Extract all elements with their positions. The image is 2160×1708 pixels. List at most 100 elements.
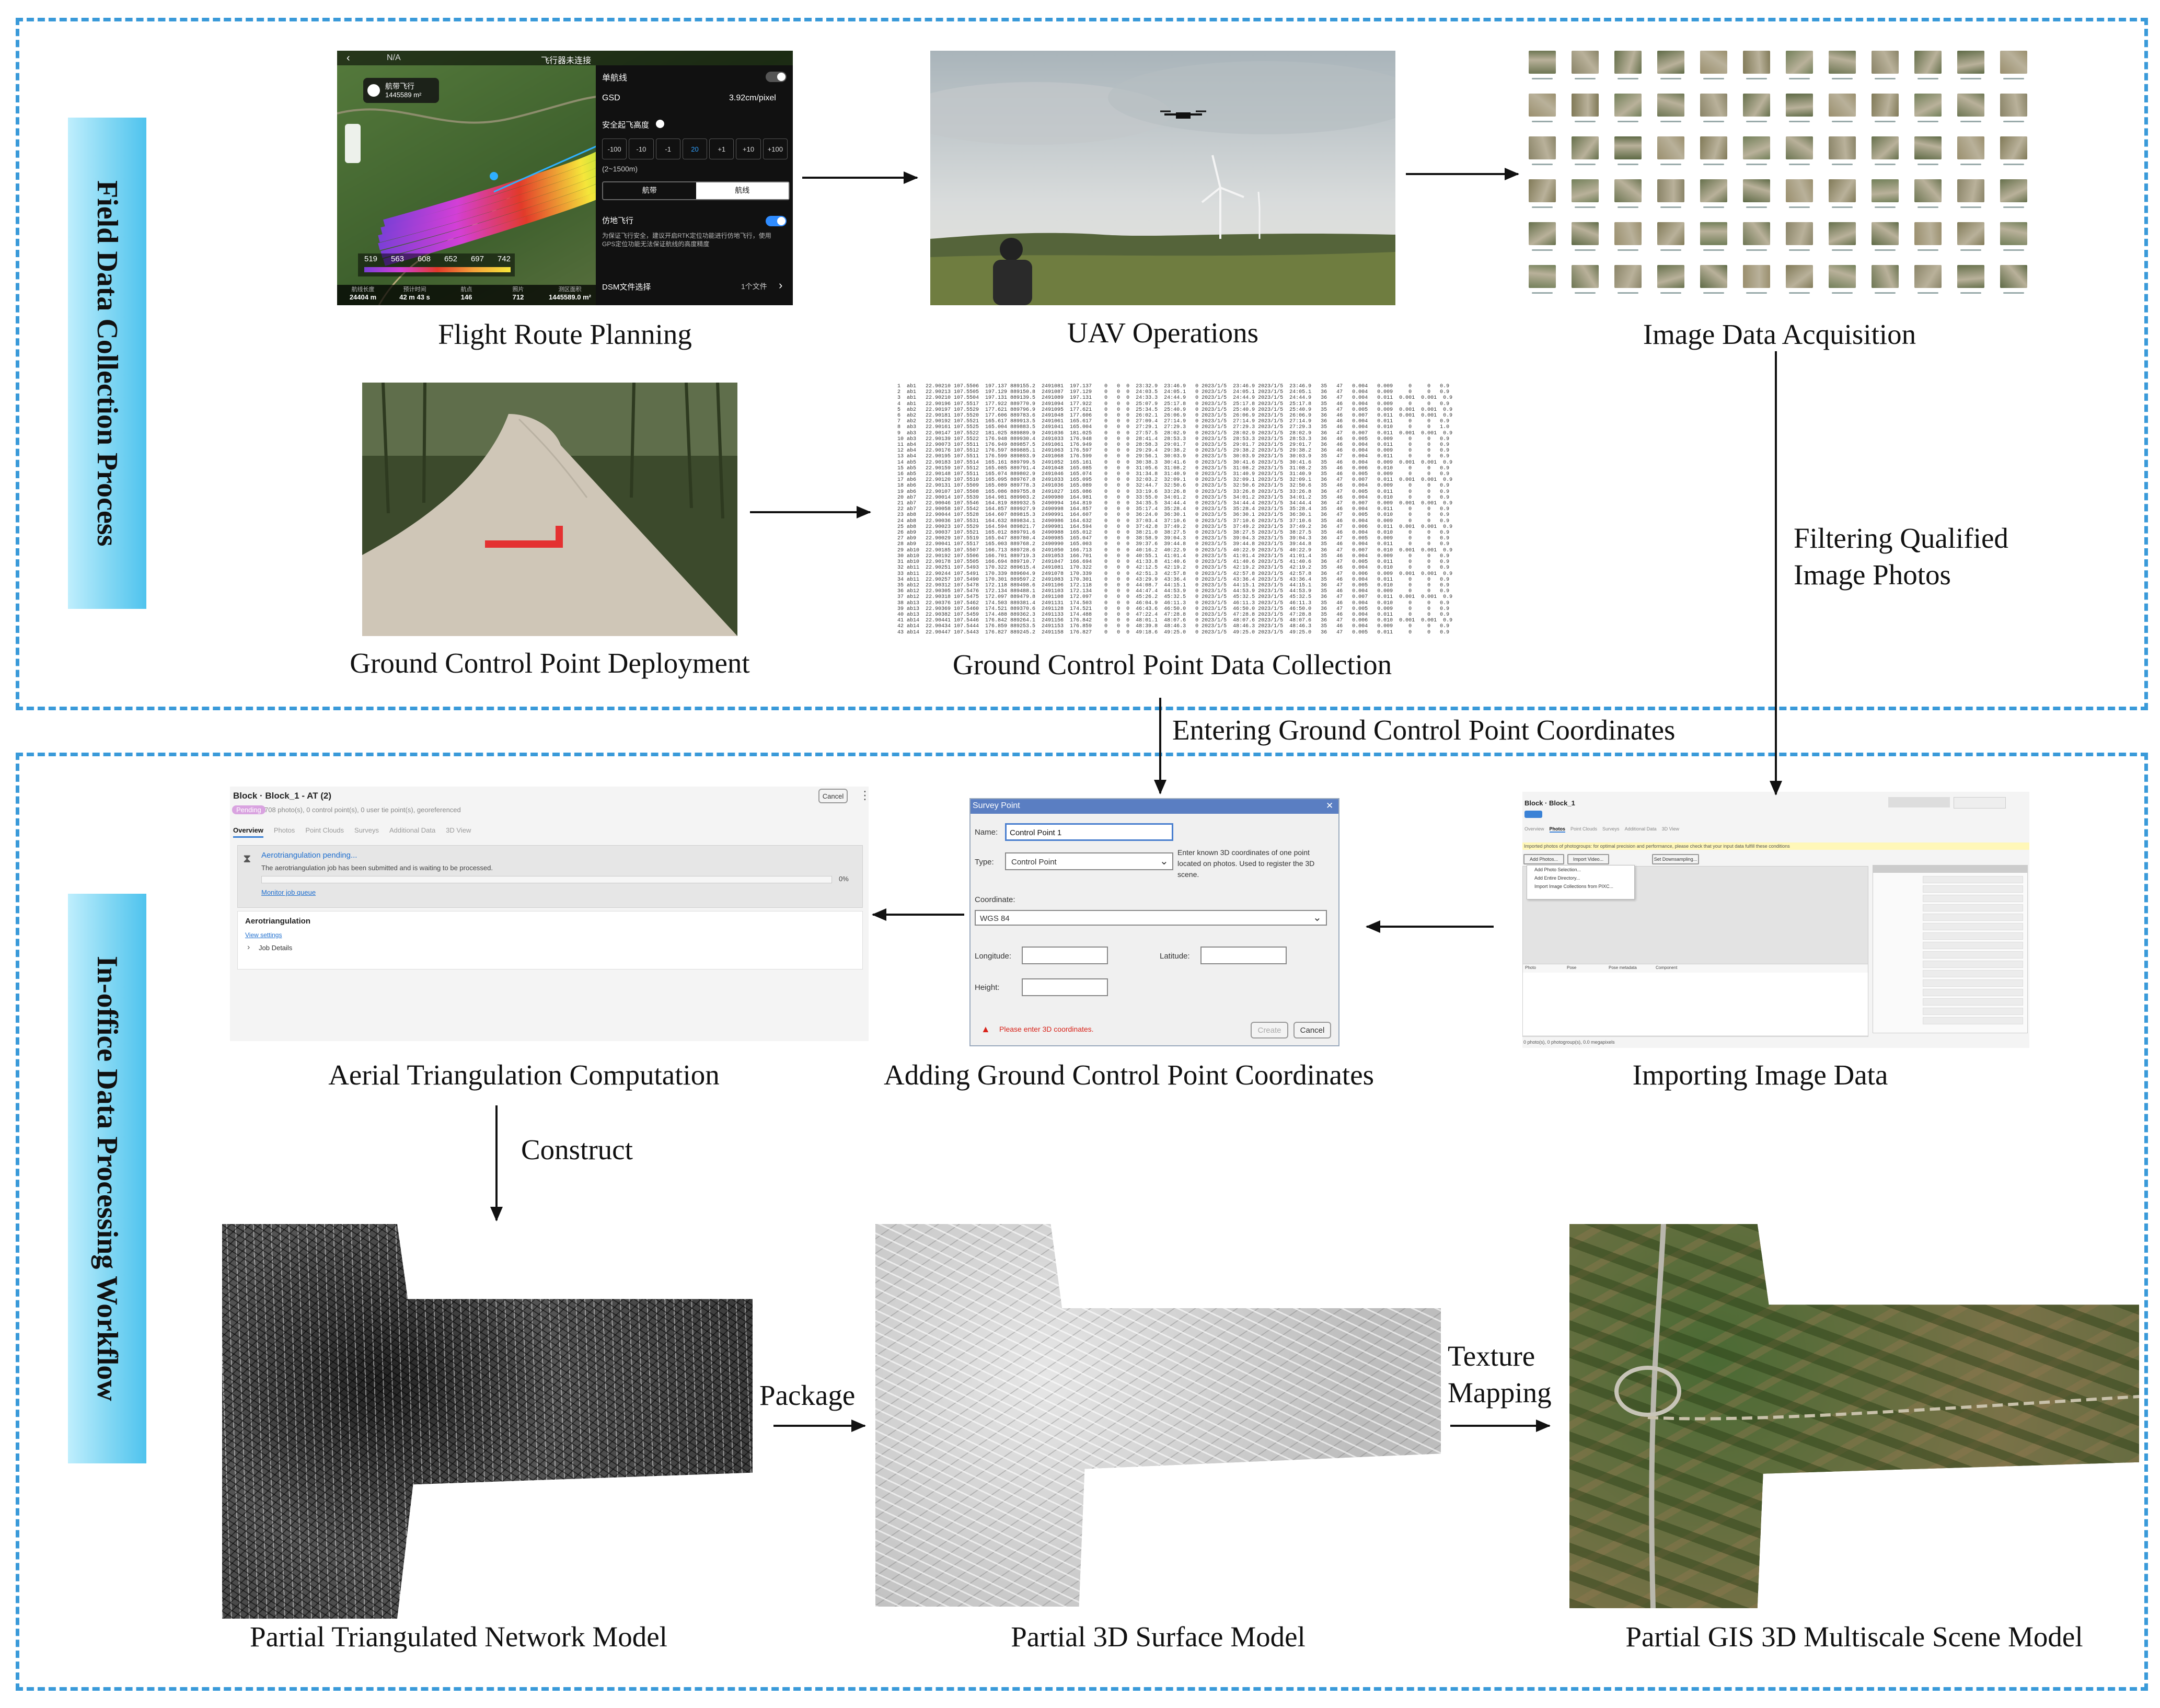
image-thumbnail-label bbox=[1918, 78, 1938, 79]
header-button-2[interactable] bbox=[1954, 797, 2006, 809]
image-thumbnail bbox=[1872, 265, 1899, 288]
at-tab[interactable]: Point Clouds bbox=[305, 826, 344, 834]
mode-right[interactable]: 航线 bbox=[696, 182, 789, 199]
create-button[interactable]: Create bbox=[1251, 1022, 1288, 1038]
image-thumbnail-label bbox=[1703, 249, 1724, 251]
label-entering-gcp: Entering Ground Control Point Coordinate… bbox=[1172, 714, 1676, 746]
at-tab[interactable]: Additional Data bbox=[389, 826, 436, 834]
photo-list-column[interactable]: Pose metadata bbox=[1609, 965, 1637, 970]
back-icon[interactable]: ‹ bbox=[346, 52, 350, 64]
image-thumbnail-label bbox=[1746, 292, 1767, 294]
at-cancel-button[interactable]: Cancel bbox=[818, 789, 848, 803]
image-thumbnail bbox=[1572, 51, 1599, 74]
at-tab[interactable]: Overview bbox=[233, 826, 263, 838]
name-label: Name: bbox=[975, 828, 998, 837]
field-section-border bbox=[16, 18, 2148, 710]
height-step-button[interactable]: -100 bbox=[602, 139, 627, 159]
property-field[interactable] bbox=[1923, 970, 2023, 977]
photo-list-column[interactable]: Component bbox=[1656, 965, 1678, 970]
import-tab[interactable]: Point Clouds bbox=[1570, 826, 1598, 832]
property-field[interactable] bbox=[1923, 1008, 2023, 1015]
property-field[interactable] bbox=[1923, 923, 2023, 930]
at-tab[interactable]: Surveys bbox=[354, 826, 379, 834]
image-thumbnail-label bbox=[2003, 206, 2024, 208]
mode-left[interactable]: 航带 bbox=[642, 186, 657, 194]
height-step-button[interactable]: +100 bbox=[763, 139, 788, 159]
job-details-label[interactable]: Job Details bbox=[259, 944, 293, 952]
at-tab[interactable]: Photos bbox=[273, 826, 295, 834]
add-photos-menu-item[interactable]: Add Entire Directory... bbox=[1534, 875, 1580, 881]
downsampling-button[interactable]: Set Downsampling... bbox=[1652, 854, 1699, 864]
dsm-value[interactable]: 1个文件 bbox=[741, 282, 767, 291]
height-step-button[interactable]: 20 bbox=[682, 139, 708, 159]
height-step-button[interactable]: -10 bbox=[629, 139, 654, 159]
import-tab[interactable]: 3D View bbox=[1661, 826, 1679, 832]
image-thumbnail-label bbox=[1918, 206, 1938, 208]
image-thumbnail bbox=[1657, 136, 1684, 159]
at-tab[interactable]: 3D View bbox=[446, 826, 471, 834]
height-step-button[interactable]: +10 bbox=[736, 139, 761, 159]
office-section-border bbox=[16, 753, 2148, 1691]
import-tab[interactable]: Additional Data bbox=[1624, 826, 1657, 832]
property-field[interactable] bbox=[1923, 932, 2023, 940]
height-input[interactable] bbox=[1022, 978, 1108, 996]
expand-chevron-icon[interactable]: › bbox=[247, 943, 250, 952]
import-tab[interactable]: Overview bbox=[1524, 826, 1544, 832]
property-field[interactable] bbox=[1923, 961, 2023, 968]
caption-gis-model: Partial GIS 3D Multiscale Scene Model bbox=[1625, 1621, 2083, 1653]
route-info-card[interactable]: 航带飞行 1445589 m² bbox=[363, 78, 439, 103]
header-button-1[interactable] bbox=[1888, 797, 1950, 807]
image-thumbnail-label bbox=[1532, 78, 1553, 79]
at-title: Block · Block_1 - AT (2) bbox=[233, 791, 331, 801]
label-texture-line2: Mapping bbox=[1448, 1377, 1552, 1409]
import-tab[interactable]: Photos bbox=[1549, 826, 1566, 833]
height-step-button[interactable]: -1 bbox=[655, 139, 680, 159]
property-field[interactable] bbox=[1923, 914, 2023, 921]
photo-list-column[interactable]: Photo bbox=[1525, 965, 1536, 970]
latitude-label: Latitude: bbox=[1160, 952, 1190, 961]
property-field[interactable] bbox=[1923, 979, 2023, 987]
more-icon[interactable]: ⋮ bbox=[859, 789, 869, 802]
view-settings-link[interactable]: View settings bbox=[245, 931, 282, 939]
terrain-follow-toggle[interactable] bbox=[766, 216, 787, 226]
single-route-label: 单航线 bbox=[602, 74, 628, 83]
info-icon[interactable] bbox=[656, 120, 664, 128]
import-video-button[interactable]: Import Video... bbox=[1567, 854, 1609, 864]
label-texture-mapping: Texture Mapping bbox=[1448, 1338, 1552, 1411]
single-route-toggle[interactable] bbox=[766, 72, 787, 82]
image-thumbnail bbox=[1914, 179, 1942, 202]
cancel-button[interactable]: Cancel bbox=[1293, 1022, 1331, 1038]
caption-gcp-deploy: Ground Control Point Deployment bbox=[350, 647, 750, 679]
property-field[interactable] bbox=[1923, 885, 2023, 893]
type-select[interactable]: Control Point ⌄ bbox=[1005, 852, 1173, 870]
add-photos-menu-item[interactable]: Add Photo Selection... bbox=[1534, 867, 1581, 872]
property-field[interactable] bbox=[1923, 1017, 2023, 1024]
property-field[interactable] bbox=[1923, 951, 2023, 959]
mode-switch[interactable]: 航带 航线 bbox=[602, 181, 790, 200]
terrain-note: 为保证飞行安全，建议开启RTK定位功能进行仿地飞行，使用GPS定位功能无法保证航… bbox=[602, 232, 771, 248]
gsd-value: 3.92cm/pixel bbox=[729, 94, 776, 102]
property-field[interactable] bbox=[1923, 989, 2023, 996]
add-photos-button[interactable]: Add Photos... bbox=[1523, 854, 1564, 864]
longitude-input[interactable] bbox=[1022, 947, 1108, 964]
property-field[interactable] bbox=[1923, 876, 2023, 883]
photo-list-column[interactable]: Pose bbox=[1567, 965, 1577, 970]
dialog-close-icon[interactable]: ✕ bbox=[1326, 801, 1334, 811]
import-tab[interactable]: Surveys bbox=[1602, 826, 1620, 832]
property-field[interactable] bbox=[1923, 895, 2023, 902]
latitude-input[interactable] bbox=[1200, 947, 1287, 964]
monitor-job-link[interactable]: Monitor job queue bbox=[261, 888, 316, 896]
name-input[interactable]: Control Point 1 bbox=[1005, 823, 1173, 841]
image-thumbnail bbox=[1829, 136, 1856, 159]
add-photos-menu-item[interactable]: Import Image Collections from PIXC... bbox=[1534, 884, 1614, 889]
image-thumbnail bbox=[1829, 51, 1856, 74]
property-field[interactable] bbox=[1923, 942, 2023, 949]
image-thumbnail bbox=[1914, 94, 1942, 117]
height-step-button[interactable]: +1 bbox=[709, 139, 734, 159]
height-label: Height: bbox=[975, 983, 1000, 992]
coordinate-select[interactable]: WGS 84 ⌄ bbox=[975, 910, 1327, 926]
property-field[interactable] bbox=[1923, 904, 2023, 911]
property-field[interactable] bbox=[1923, 998, 2023, 1006]
